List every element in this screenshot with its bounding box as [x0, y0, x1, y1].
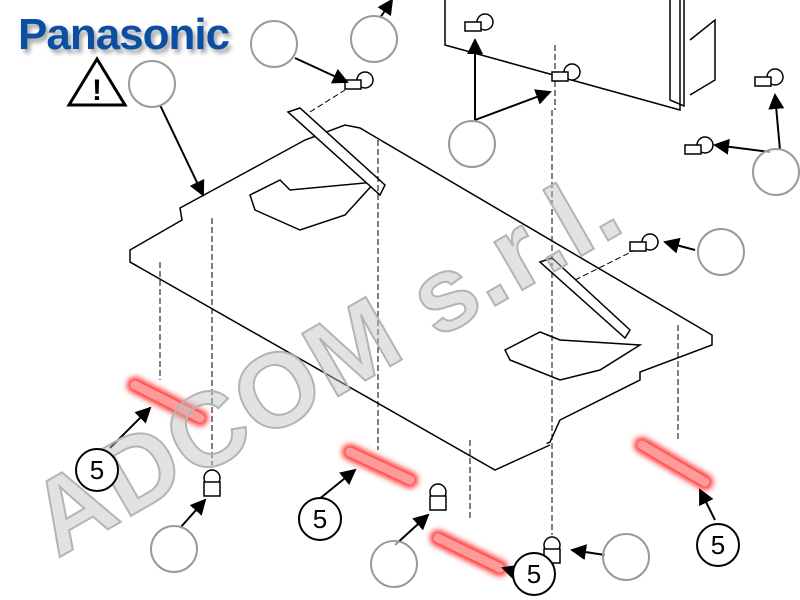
callout-part-5: 5: [298, 497, 342, 541]
leader-arrows: [109, 0, 785, 581]
guide-lines: [159, 45, 679, 535]
faded-callout: [350, 15, 398, 63]
faded-callout: [128, 60, 176, 108]
screw-icon: [551, 63, 581, 82]
faded-callout: [150, 525, 198, 573]
part-5-strip: [342, 444, 418, 488]
screw-icon: [629, 233, 659, 252]
faded-callout: [448, 120, 496, 168]
screw-icon: [203, 469, 221, 497]
screw-icon: [754, 68, 784, 87]
callout-part-5: 5: [696, 523, 740, 567]
screw-icon: [464, 13, 494, 32]
faded-callout: [697, 228, 745, 276]
panasonic-logo: Panasonic: [18, 10, 230, 59]
faded-callout: [602, 533, 650, 581]
part-5-strip: [430, 530, 508, 576]
part-5-strip: [634, 437, 713, 490]
highlighted-parts: [127, 377, 713, 576]
callout-part-5: 5: [75, 448, 119, 492]
callout-part-5: 5: [512, 552, 556, 596]
faded-callout: [370, 540, 418, 588]
screw-icon: [344, 71, 374, 90]
warning-symbol: !: [92, 74, 102, 107]
faded-callout: [250, 20, 298, 68]
part-5-strip: [127, 377, 208, 426]
screw-icon: [429, 483, 447, 511]
base-plate: [129, 107, 713, 471]
faded-callout: [752, 148, 800, 196]
warning-triangle-icon: !: [66, 56, 128, 107]
screw-icon: [684, 136, 714, 155]
screws: [203, 13, 784, 564]
